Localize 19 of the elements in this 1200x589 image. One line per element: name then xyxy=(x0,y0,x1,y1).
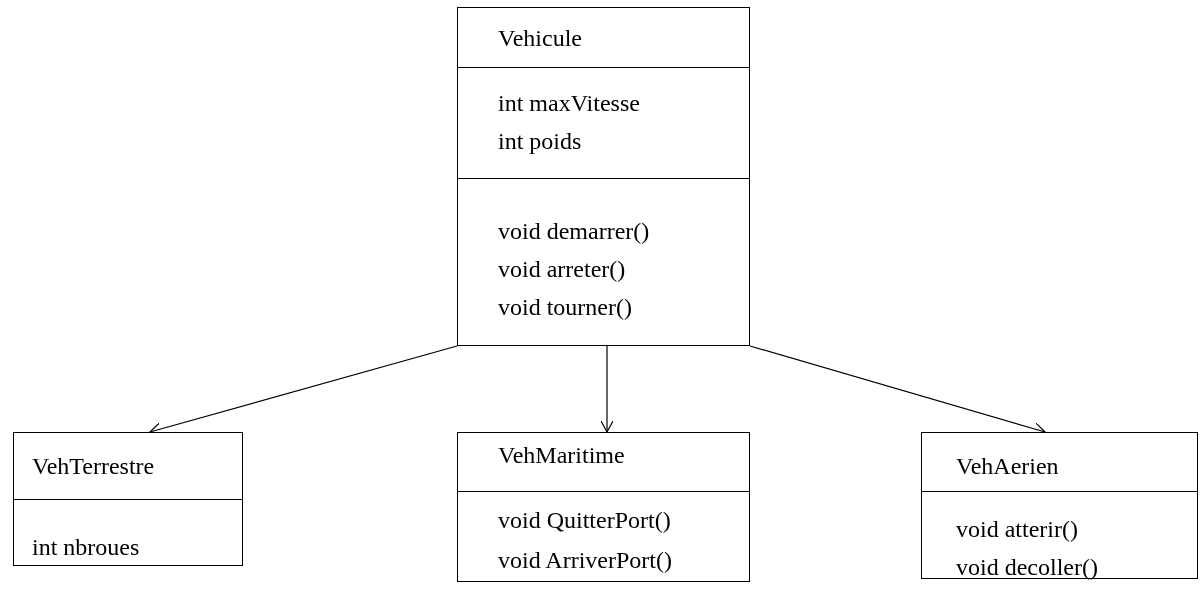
class-member: void decoller() xyxy=(956,553,1098,582)
class-member: int poids xyxy=(498,127,582,156)
class-box xyxy=(13,432,243,566)
class-name: Vehicule xyxy=(498,24,582,53)
class-member: void ArriverPort() xyxy=(498,546,672,575)
class-member: int maxVitesse xyxy=(498,89,640,118)
inheritance-arrow xyxy=(600,345,614,433)
class-member: int nbroues xyxy=(32,533,140,562)
class-name: VehTerrestre xyxy=(32,452,155,481)
class-member: void arreter() xyxy=(498,255,626,284)
class-member: void demarrer() xyxy=(498,217,650,246)
class-box xyxy=(457,432,750,582)
class-box xyxy=(921,432,1198,579)
class-member: void QuitterPort() xyxy=(498,506,671,535)
class-name: VehMaritime xyxy=(498,441,625,470)
class-box xyxy=(457,7,750,346)
class-member: void tourner() xyxy=(498,293,632,322)
class-name: VehAerien xyxy=(956,452,1059,481)
class-member: void atterir() xyxy=(956,515,1078,544)
